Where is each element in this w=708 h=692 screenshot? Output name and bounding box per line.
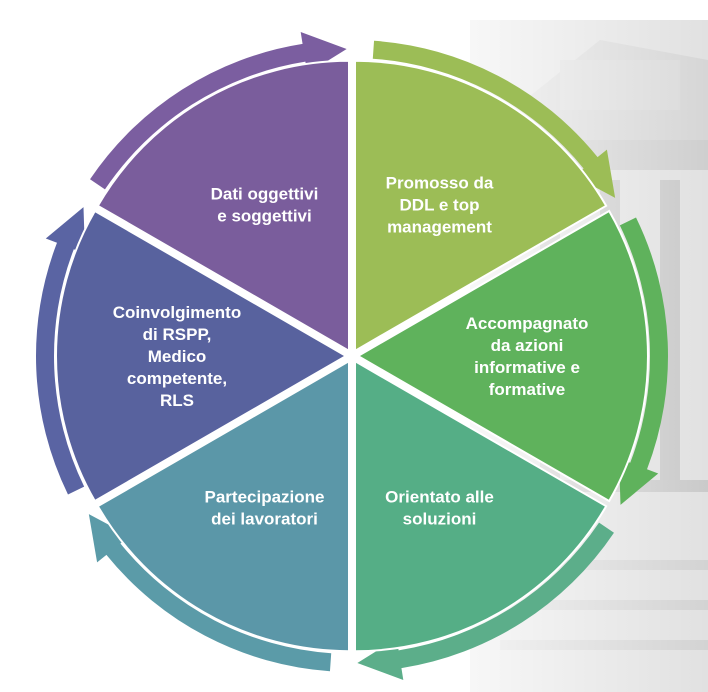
segment-partecipazione: [96, 359, 350, 653]
label-line: RLS: [160, 391, 194, 410]
label-orientato: Orientato alle soluzioni: [385, 488, 494, 529]
label-line: management: [387, 217, 492, 236]
label-line: Coinvolgimento: [113, 303, 241, 322]
label-line: Accompagnato: [466, 314, 589, 333]
label-line: Promosso da: [386, 173, 494, 192]
segment-promosso: [354, 59, 608, 353]
label-coinvolgimento: Coinvolgimento di RSPP, Medico competente, R…: [113, 303, 241, 410]
label-promosso: Promosso da DDL e top management: [386, 173, 494, 236]
label-line: informative e: [474, 358, 580, 377]
label-line: Medico: [148, 347, 207, 366]
arrow-dati: [90, 32, 347, 190]
label-line: competente,: [127, 369, 227, 388]
label-line: dei lavoratori: [211, 510, 318, 529]
arrow-coinvolgimento: [35, 207, 85, 495]
arrow-accompagnato: [619, 217, 668, 505]
label-line: da azioni: [491, 336, 564, 355]
label-dati: Dati oggettivi e soggettivi: [211, 184, 319, 225]
segment-dati: [96, 59, 350, 353]
cycle-segments: [55, 59, 649, 653]
segment-accompagnato: [356, 209, 649, 503]
label-partecipazione: Partecipazione dei lavoratori: [205, 488, 325, 529]
label-line: Orientato alle: [385, 488, 494, 507]
label-line: formative: [489, 380, 566, 399]
segment-orientato: [354, 359, 608, 653]
label-accompagnato: Accompagnato da azioni informative e format…: [466, 314, 589, 399]
segment-coinvolgimento: [55, 209, 349, 503]
label-line: soluzioni: [403, 510, 477, 529]
label-line: di RSPP,: [143, 325, 212, 344]
arrow-orientato: [357, 522, 614, 680]
label-line: e soggettivi: [217, 206, 311, 225]
label-line: Dati oggettivi: [211, 184, 319, 203]
segment-labels: Promosso da DDL e top managementAccompagna…: [113, 173, 589, 528]
label-line: Partecipazione: [205, 488, 325, 507]
label-line: DDL e top: [400, 195, 480, 214]
